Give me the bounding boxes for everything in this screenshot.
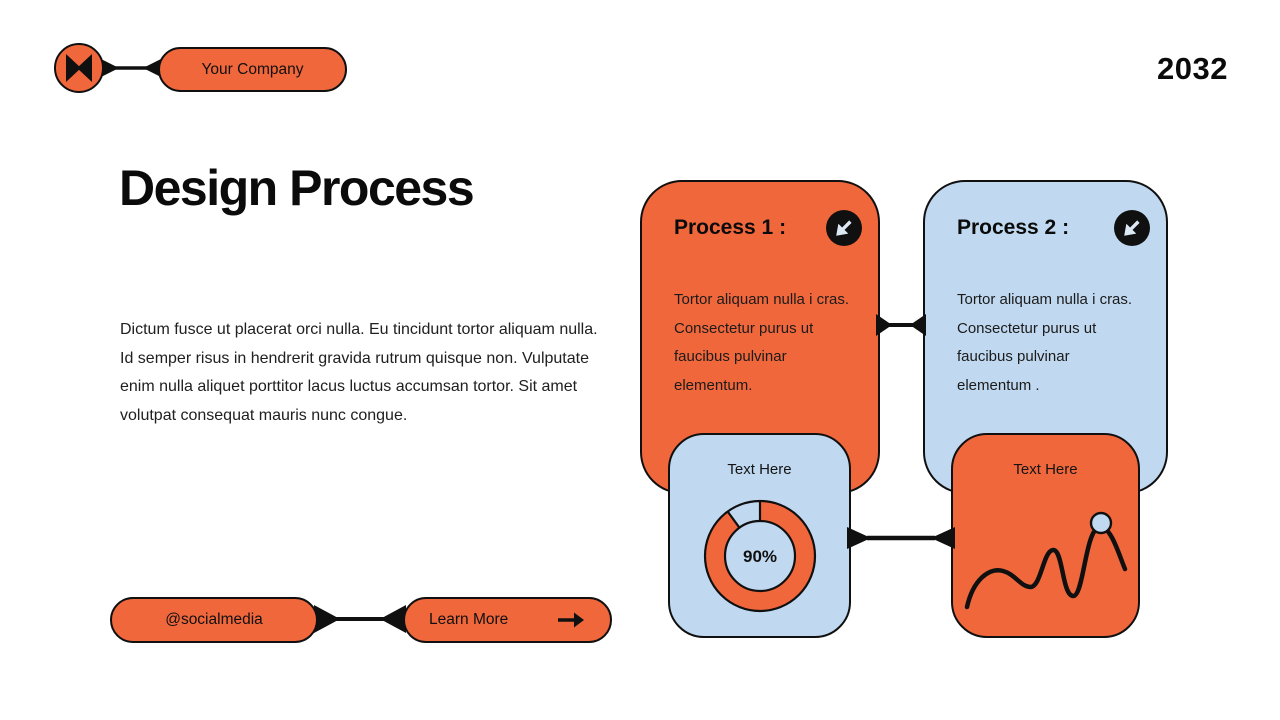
right-arrow-icon: [558, 612, 584, 628]
donut-chart: 90%: [703, 499, 816, 613]
connector-process1-to-process2: [876, 314, 926, 336]
process-card-2-header: Process 2 :: [925, 182, 1166, 246]
arrow-badge-icon[interactable]: [826, 210, 862, 246]
intro-paragraph: Dictum fusce ut placerat orci nulla. Eu …: [120, 321, 598, 424]
process-card-1-header: Process 1 :: [642, 182, 878, 246]
stat-card-2-label: Text Here: [1013, 461, 1078, 478]
stat-card-donut: Text Here 90%: [668, 433, 851, 638]
bowtie-icon: [66, 54, 92, 82]
page-title: Design Process: [119, 160, 475, 216]
connector-social-to-learnmore: [314, 605, 406, 633]
connector-logo-to-company: [101, 59, 161, 77]
process-2-title: Process 2 :: [957, 216, 1070, 239]
company-pill-button[interactable]: Your Company: [158, 47, 347, 92]
stat-card-linechart: Text Here: [951, 433, 1140, 638]
donut-value-label: 90%: [742, 547, 776, 566]
learn-more-button[interactable]: Learn More: [403, 597, 612, 643]
connector-stat1-to-stat2: [847, 527, 955, 549]
arrow-badge-icon[interactable]: [1114, 210, 1150, 246]
year-label: 2032: [1157, 51, 1228, 86]
learn-more-label: Learn More: [429, 611, 509, 628]
process-1-title: Process 1 :: [674, 216, 787, 239]
company-logo: [54, 43, 104, 93]
process-2-body: Tortor aliquam nulla i cras. Consectetur…: [957, 291, 1133, 394]
social-handle-label: @socialmedia: [165, 611, 263, 628]
social-media-button[interactable]: @socialmedia: [110, 597, 318, 643]
line-chart: [964, 511, 1128, 610]
stat-card-1-label: Text Here: [727, 461, 792, 478]
trend-line: [964, 524, 1128, 610]
process-1-body: Tortor aliquam nulla i cras. Consectetur…: [674, 291, 850, 394]
peak-marker: [1089, 511, 1113, 535]
company-label: Your Company: [201, 60, 304, 78]
donut-gap-edge-end: [726, 510, 740, 529]
